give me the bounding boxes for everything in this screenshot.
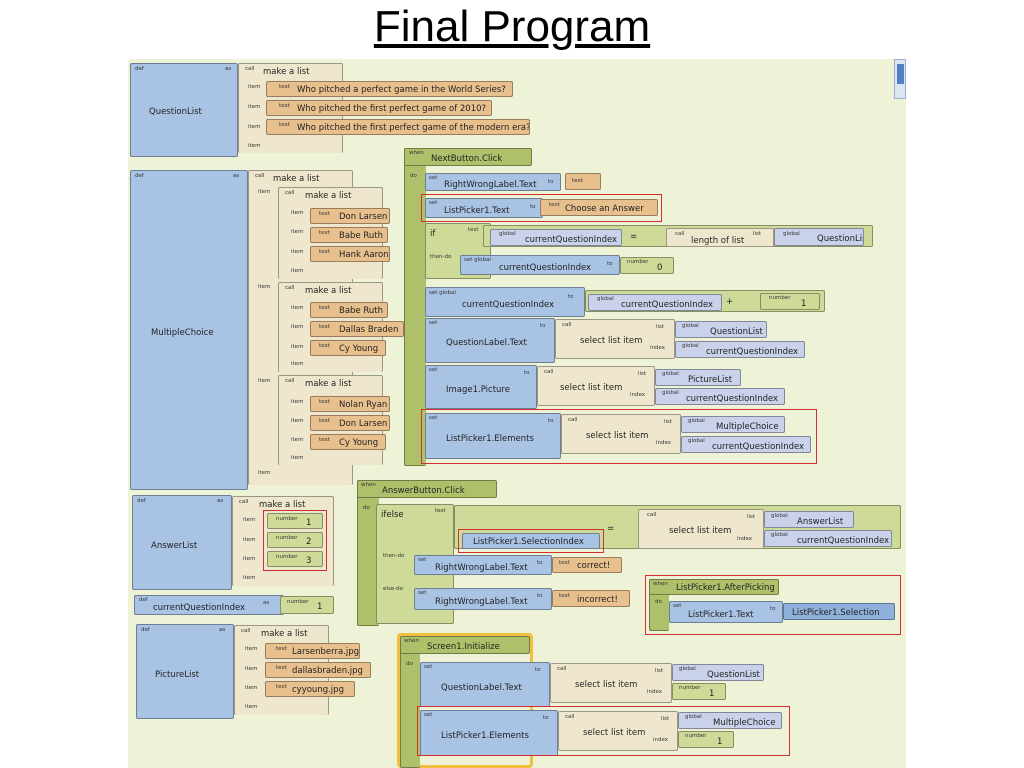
length-of-list-block[interactable]: call length of list list: [666, 228, 774, 247]
number-block[interactable]: number 1: [760, 293, 820, 310]
global-getter-block[interactable]: global AnswerList: [764, 511, 854, 528]
number-block[interactable]: number 2: [267, 532, 323, 548]
text-block[interactable]: text Nolan Ryan: [310, 396, 390, 412]
event-header[interactable]: when AnswerButton.Click: [357, 480, 497, 498]
def-picture-list-block[interactable]: def as PictureList: [136, 624, 234, 719]
global-getter-block[interactable]: global QuestionList: [675, 321, 767, 338]
slide-title: Final Program: [373, 2, 651, 51]
text-block[interactable]: text Don Larsen: [310, 208, 390, 224]
text-block[interactable]: text Don Larsen: [310, 415, 390, 431]
select-list-item-block[interactable]: call select list item list index: [555, 319, 675, 359]
var-name-current-question-index: currentQuestionIndex: [153, 603, 246, 613]
global-getter-block[interactable]: global MultipleChoice: [678, 712, 782, 729]
text-block[interactable]: text Choose an Answer: [540, 199, 658, 216]
global-getter-block[interactable]: global currentQuestionIndex: [490, 229, 622, 246]
text-block[interactable]: text correct!: [552, 557, 622, 573]
text-block[interactable]: text incorrect!: [552, 590, 630, 607]
set-property-block[interactable]: set ListPicker1.Elements to: [425, 413, 561, 459]
text-block[interactable]: text dallasbraden.jpg: [265, 662, 371, 678]
def-current-question-index-block[interactable]: def currentQuestionIndex as: [134, 595, 284, 615]
number-block[interactable]: number 1: [672, 683, 726, 700]
set-global-block[interactable]: set global currentQuestionIndex to: [460, 255, 620, 275]
event-next-button-click[interactable]: when do: [404, 148, 426, 466]
event-name: AnswerButton.Click: [382, 486, 465, 496]
text-block[interactable]: text Cy Young: [310, 340, 386, 356]
text-block[interactable]: text: [565, 173, 601, 190]
set-property-block[interactable]: set ListPicker1.Elements to: [420, 710, 558, 756]
event-name: ListPicker1.AfterPicking: [676, 583, 775, 593]
global-getter-block[interactable]: global currentQuestionIndex: [655, 388, 785, 405]
set-property-block[interactable]: set RightWrongLabel.Text to: [425, 173, 561, 191]
global-getter-block[interactable]: global QuestionList: [672, 664, 764, 681]
text-block[interactable]: text Who pitched the first perfect game …: [266, 119, 530, 135]
text-block[interactable]: text Hank Aaron: [310, 246, 390, 262]
set-property-block[interactable]: set RightWrongLabel.Text to: [414, 588, 552, 610]
set-property-block[interactable]: set QuestionLabel.Text to: [425, 318, 555, 363]
text-block[interactable]: text Babe Ruth: [310, 302, 388, 318]
event-name: Screen1.Initialize: [427, 642, 500, 652]
scrollbar-thumb[interactable]: [897, 64, 904, 84]
text-block[interactable]: text Who pitched the first perfect game …: [266, 100, 492, 116]
text-block[interactable]: text cyyoung.jpg: [265, 681, 355, 697]
number-block[interactable]: number 1: [678, 731, 734, 748]
property-getter-block[interactable]: ListPicker1.Selection: [783, 603, 895, 620]
global-getter-block[interactable]: global QuestionList: [774, 228, 864, 246]
global-getter-block[interactable]: global currentQuestionIndex: [675, 341, 805, 358]
global-getter-block[interactable]: global PictureList: [655, 369, 741, 386]
set-property-block[interactable]: set ListPicker1.Text to: [669, 601, 783, 623]
workspace-scrollbar[interactable]: [894, 59, 906, 99]
global-getter-block[interactable]: global MultipleChoice: [681, 416, 785, 433]
select-list-item-block[interactable]: call select list item list index: [638, 509, 764, 549]
blocks-workspace[interactable]: def as QuestionList call make a list ite…: [128, 59, 906, 768]
var-name-multiple-choice: MultipleChoice: [151, 328, 214, 338]
text-block[interactable]: text Cy Young: [310, 434, 386, 450]
number-block[interactable]: number 3: [267, 551, 323, 567]
event-header[interactable]: when NextButton.Click: [404, 148, 532, 166]
set-global-block[interactable]: set global currentQuestionIndex to: [425, 287, 585, 317]
set-property-block[interactable]: set Image1.Picture to: [425, 365, 537, 409]
select-list-item-block[interactable]: call select list item list index: [558, 711, 678, 751]
property-getter-block[interactable]: ListPicker1.SelectionIndex: [462, 533, 600, 549]
text-block[interactable]: text Dallas Braden: [310, 321, 404, 337]
set-property-block[interactable]: set QuestionLabel.Text to: [420, 662, 550, 707]
var-name-picture-list: PictureList: [155, 670, 200, 680]
event-header[interactable]: when Screen1.Initialize: [400, 636, 530, 654]
event-screen-initialize[interactable]: when do: [400, 636, 420, 768]
def-question-list-block[interactable]: def as QuestionList: [130, 63, 238, 157]
set-property-block[interactable]: set RightWrongLabel.Text to: [414, 555, 552, 575]
event-name: NextButton.Click: [431, 154, 503, 164]
text-block[interactable]: text Babe Ruth: [310, 227, 388, 243]
number-block[interactable]: number 1: [267, 513, 323, 529]
event-header[interactable]: when ListPicker1.AfterPicking: [649, 579, 779, 595]
number-block[interactable]: number 1: [280, 596, 334, 614]
text-block[interactable]: text Larsenberra.jpg: [265, 643, 360, 659]
global-getter-block[interactable]: global currentQuestionIndex: [764, 530, 892, 547]
def-multiple-choice-block[interactable]: def as MultipleChoice: [130, 170, 248, 490]
select-list-item-block[interactable]: call select list item list index: [561, 414, 681, 454]
text-block[interactable]: text Who pitched a perfect game in the W…: [266, 81, 513, 97]
var-name-answer-list: AnswerList: [151, 541, 198, 551]
select-list-item-block[interactable]: call select list item list index: [537, 366, 655, 406]
number-block[interactable]: number 0: [620, 257, 674, 274]
global-getter-block[interactable]: global currentQuestionIndex: [681, 436, 811, 453]
select-list-item-block[interactable]: call select list item list index: [550, 663, 672, 703]
set-property-block[interactable]: set ListPicker1.Text to: [425, 198, 543, 218]
var-name-question-list: QuestionList: [149, 107, 202, 117]
global-getter-block[interactable]: global currentQuestionIndex: [588, 294, 722, 311]
def-answer-list-block[interactable]: def as AnswerList: [132, 495, 232, 590]
